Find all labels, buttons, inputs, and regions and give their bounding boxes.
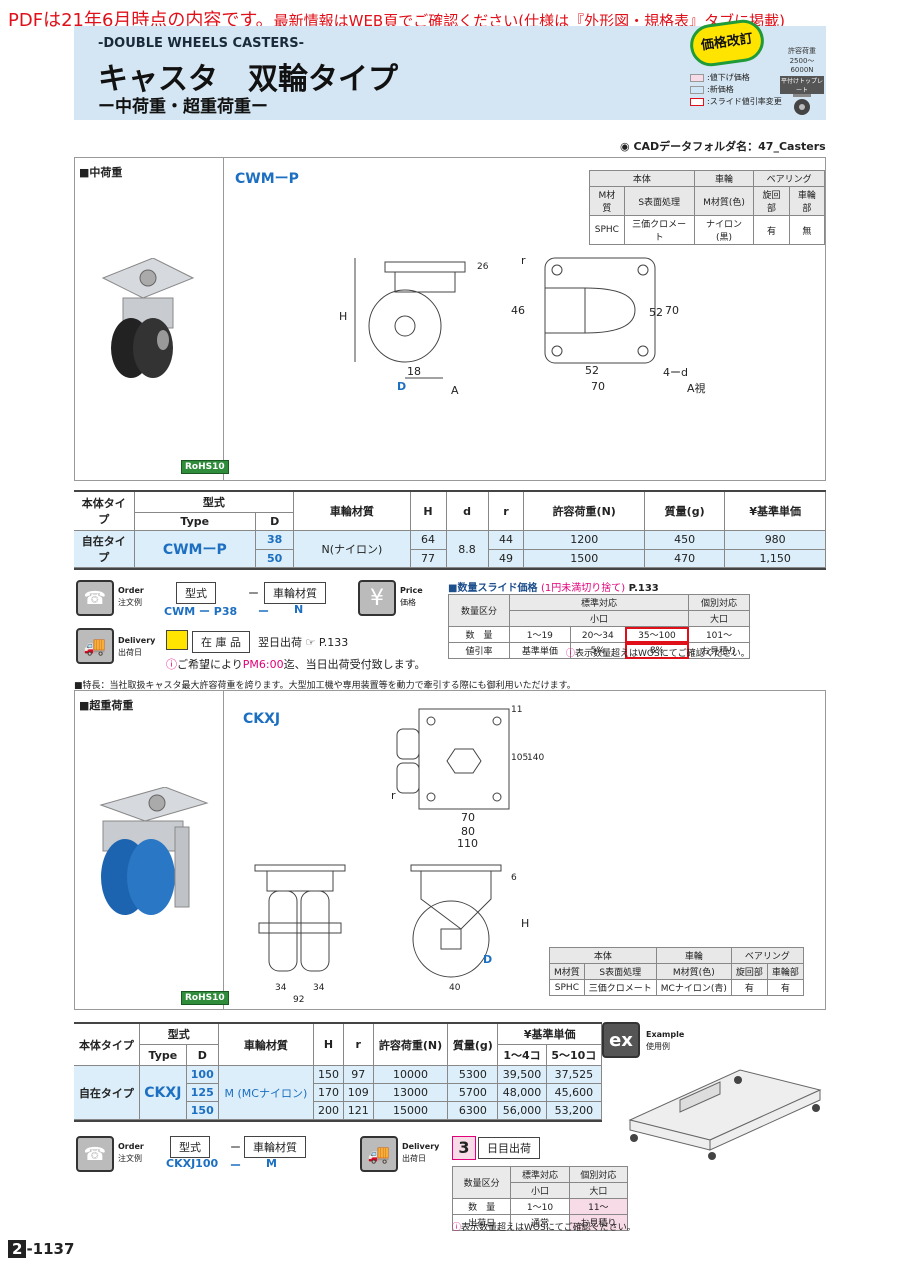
header-subtitle: ー中荷重・超重荷重ー [98, 97, 268, 117]
order-phone-icon: ☎ [76, 580, 114, 616]
table-row: 自在タイプ CKXJ 100 M (MCナイロン) 150 97 10000 5… [74, 1065, 603, 1120]
header-english-title: -DOUBLE WHEELS CASTERS- [98, 36, 305, 51]
model-title-cwm: CWMーP [235, 171, 299, 187]
caster-thumbnail: 許容荷重 2500〜 6000N 平付けトップレート [780, 46, 824, 115]
medium-load-panel: ■中荷重 CWMーP RoHS10 H 18 D A 26 [74, 157, 826, 481]
page-number: 2-1137 [8, 1240, 74, 1258]
caster-thumb-icon [793, 94, 811, 115]
delivery-truck-icon: 🚚 [76, 628, 114, 664]
section-label-medium: ■中荷重 [79, 166, 123, 179]
ckxj-price-table: 本体タイプ 型式 車輪材質 H r 許容荷重(N) 質量(g) ¥基準単価 Ty… [74, 1022, 603, 1122]
example-icon: ex [602, 1022, 640, 1058]
legend-swatch-pink [690, 73, 704, 82]
section-label-superheavy: ■超重荷重 [79, 699, 134, 712]
info-icon: ⓘ [452, 1223, 462, 1233]
example-cart-illustration [628, 1069, 822, 1160]
info-icon: ⓘ [166, 658, 177, 671]
header-title: キャスタ 双輪タイプ [98, 62, 398, 97]
cwm-top-drawing [544, 257, 656, 364]
model-title-ckxj: CKXJ [243, 711, 281, 727]
stock-box-icon [166, 630, 188, 650]
table-row: 50 77 49 1500 470 1,150 [74, 549, 826, 568]
yen-icon: ¥ [358, 580, 396, 616]
ckxj-product-photo [99, 787, 209, 915]
order-phone-icon: ☎ [76, 1136, 114, 1172]
delivery-days-badge: 3 [452, 1136, 476, 1160]
ckxj-front-drawing [254, 864, 346, 972]
cwm-front-drawing [354, 258, 466, 379]
rohs-badge: RoHS10 [181, 991, 229, 1005]
top-note: PDFは21年6月時点の内容です。最新情報はWEB頁でご確認ください(仕様は『外… [8, 10, 785, 31]
ckxj-side-drawing [410, 864, 502, 978]
page-ref-icon: ☞ [305, 636, 316, 649]
legend-swatch-blue [690, 85, 704, 94]
cwm-price-table: 本体タイプ 型式 車輪材質 H d r 許容荷重(N) 質量(g) ¥基準単価 … [74, 490, 826, 570]
cwm-product-photo [101, 258, 195, 378]
price-legend: :値下げ価格 :新価格 :スライド値引率変更 [690, 72, 782, 108]
table-row: 150 200 121 15000 6300 56,000 53,200 [74, 1101, 603, 1120]
ckxj-top-drawing [396, 708, 510, 810]
super-heavy-panel: ■超重荷重 CKXJ RoHS10 11 105 140 70 80 110 r [74, 690, 826, 1010]
table-row: 125 170 109 13000 5700 48,000 45,600 [74, 1083, 603, 1102]
legend-swatch-red [690, 97, 704, 106]
info-icon: ⓘ [566, 649, 576, 659]
feature-note: ■特長：当社取扱キャスタ最大許容荷重を誇ります。大型加工機や専用装置等を動力で牽… [74, 681, 576, 691]
cad-folder-label: ◉ CADデータフォルダ名：47_Casters [620, 140, 826, 153]
rohs-badge: RoHS10 [181, 460, 229, 474]
table-row: 自在タイプ CWMーP 38 N(ナイロン) 64 8.8 44 1200 45… [74, 530, 826, 568]
delivery-truck-icon: 🚚 [360, 1136, 398, 1172]
cad-disc-icon: ◉ [620, 140, 634, 153]
